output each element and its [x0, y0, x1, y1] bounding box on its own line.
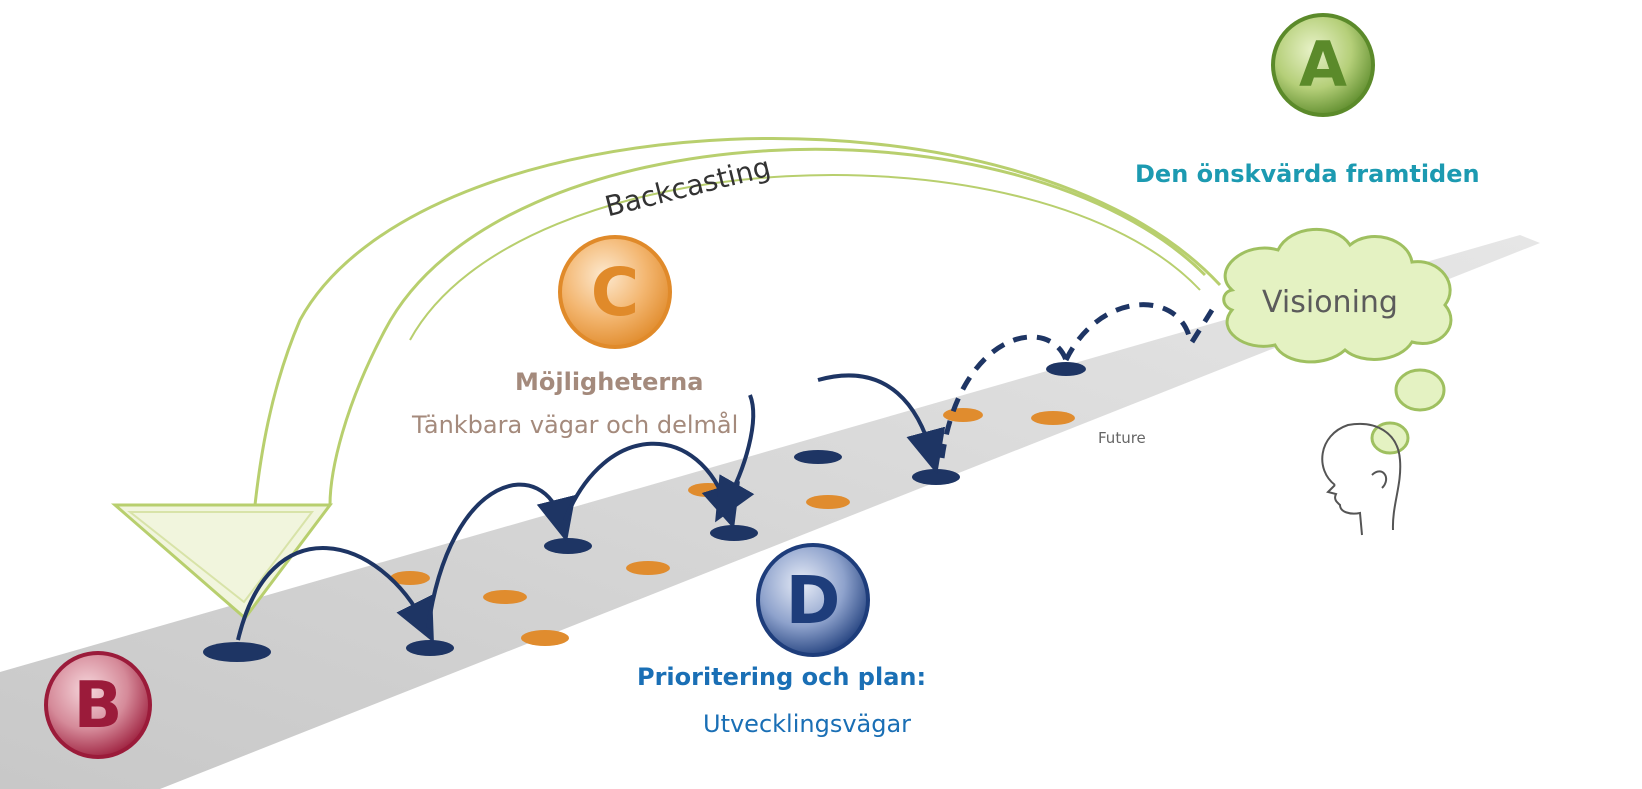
- solid-path-arcs: [236, 373, 946, 643]
- circle-b-letter: B: [74, 669, 123, 743]
- road-label: Future: [1098, 429, 1146, 447]
- possibilities-subtitle: Tänkbara vägar och delmål: [410, 411, 741, 439]
- circle-c-badge: C: [558, 235, 672, 349]
- plan-subtitle: Utvecklingsvägar: [703, 710, 912, 738]
- desired-future-label: Den önskvärda framtiden: [1135, 160, 1480, 188]
- arc-label: Backcasting: [602, 150, 774, 223]
- navy-milestones: [203, 362, 1086, 662]
- circle-d-letter: D: [786, 562, 841, 639]
- thinking-head-icon: [1321, 423, 1402, 536]
- backcasting-arrow: [110, 137, 1222, 621]
- circle-c-letter: C: [591, 254, 639, 331]
- possibilities-title: Möjligheterna: [515, 368, 704, 396]
- circle-a-badge: A: [1271, 13, 1375, 117]
- circle-b-badge: B: [44, 651, 152, 759]
- cloud-label: Visioning: [1262, 285, 1398, 320]
- circle-d-badge: D: [756, 543, 870, 657]
- future-road: [0, 235, 1540, 789]
- visioning-cloud: Visioning: [1222, 227, 1453, 455]
- circle-a-letter: A: [1299, 28, 1347, 101]
- plan-title: Prioritering och plan:: [637, 663, 927, 691]
- dashed-path-arcs: [939, 302, 1215, 459]
